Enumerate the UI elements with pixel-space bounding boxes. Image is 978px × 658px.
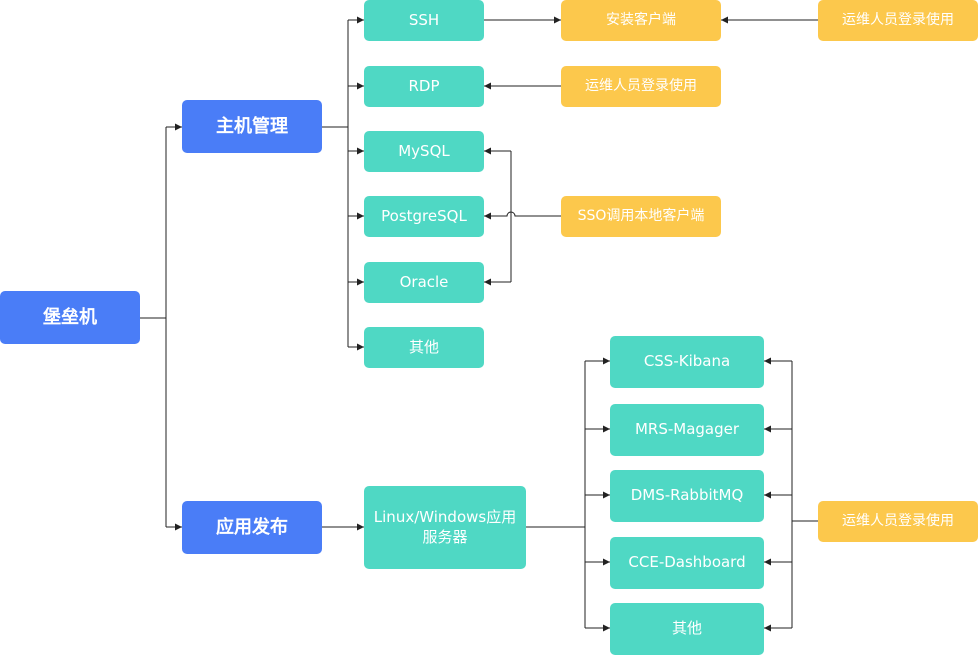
note-ops-login-1: 运维人员登录使用: [818, 0, 978, 41]
node-ssh: SSH: [364, 0, 484, 41]
node-other-host: 其他: [364, 327, 484, 368]
edge-sso-bus: [484, 211, 561, 220]
note-ops-login-3: 运维人员登录使用: [818, 501, 978, 542]
node-dms-rabbitmq: DMS-RabbitMQ: [610, 470, 764, 522]
node-mysql: MySQL: [364, 131, 484, 172]
node-app-publish: 应用发布: [182, 501, 322, 554]
node-cce-dashboard: CCE-Dashboard: [610, 537, 764, 589]
note-sso-local-client: SSO调用本地客户端: [561, 196, 721, 237]
node-app-server: Linux/Windows应用服务器: [364, 486, 526, 569]
node-postgresql: PostgreSQL: [364, 196, 484, 237]
node-css-kibana: CSS-Kibana: [610, 336, 764, 388]
node-rdp: RDP: [364, 66, 484, 107]
node-host-mgmt: 主机管理: [182, 100, 322, 153]
node-root: 堡垒机: [0, 291, 140, 344]
node-other-app: 其他: [610, 603, 764, 655]
note-install-client: 安装客户端: [561, 0, 721, 41]
node-oracle: Oracle: [364, 262, 484, 303]
node-mrs-magager: MRS-Magager: [610, 404, 764, 456]
note-ops-login-2: 运维人员登录使用: [561, 66, 721, 107]
